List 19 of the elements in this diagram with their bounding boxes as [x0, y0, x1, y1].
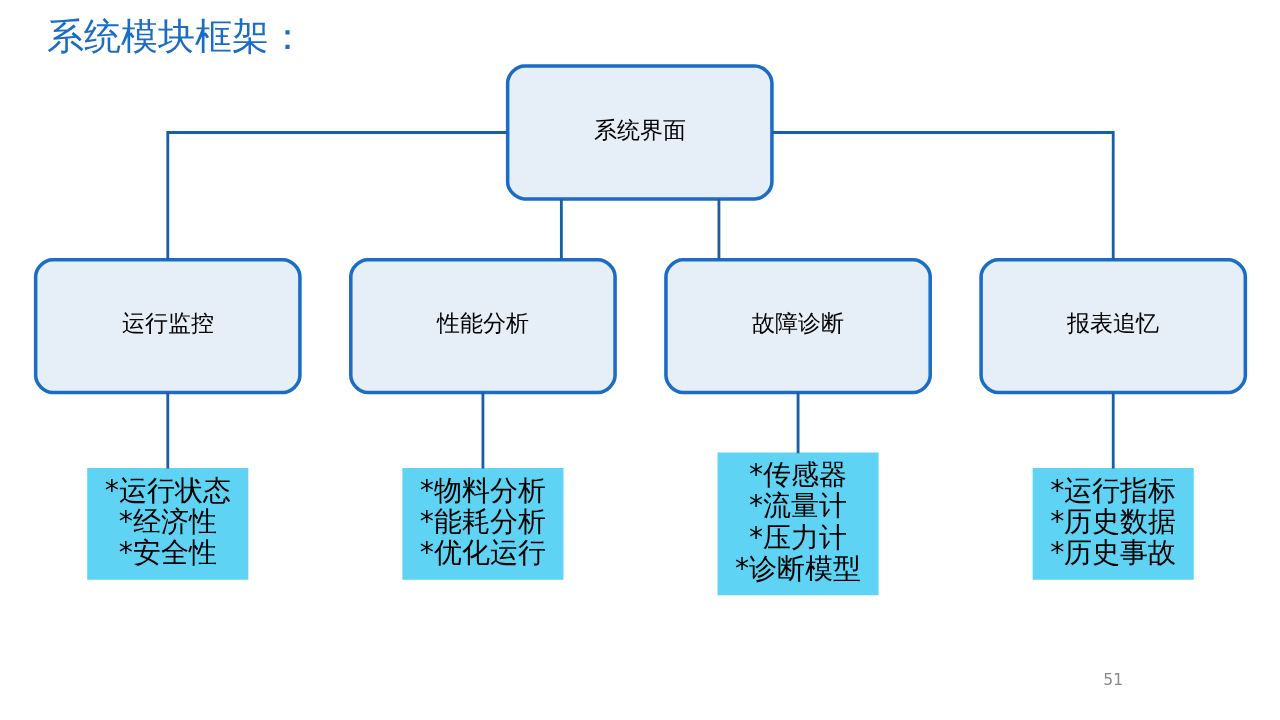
- node-box: *运行状态 *经济性 *安全性: [86, 468, 248, 580]
- connector: [481, 392, 484, 469]
- connector: [717, 199, 720, 260]
- node-box: *传感器 *流量计 *压力计 *诊断模型: [717, 452, 879, 596]
- diagram-title: 系统模块框架：: [46, 14, 306, 58]
- connector: [1111, 392, 1115, 469]
- connector: [165, 131, 507, 260]
- connector: [165, 392, 169, 469]
- node-box: *物料分析 *能耗分析 *优化运行: [401, 468, 563, 580]
- node-box: 运行监控: [33, 257, 302, 395]
- node-box: 系统界面: [505, 64, 774, 201]
- node-box: 故障诊断: [663, 257, 932, 395]
- node-box: *运行指标 *历史数据 *历史事故: [1032, 468, 1194, 580]
- connector: [771, 131, 1115, 260]
- label: 51: [1102, 670, 1123, 689]
- node-box: 报表追忆: [978, 257, 1247, 395]
- node-box: 性能分析: [348, 257, 617, 395]
- connector: [559, 199, 563, 260]
- connector: [796, 392, 799, 454]
